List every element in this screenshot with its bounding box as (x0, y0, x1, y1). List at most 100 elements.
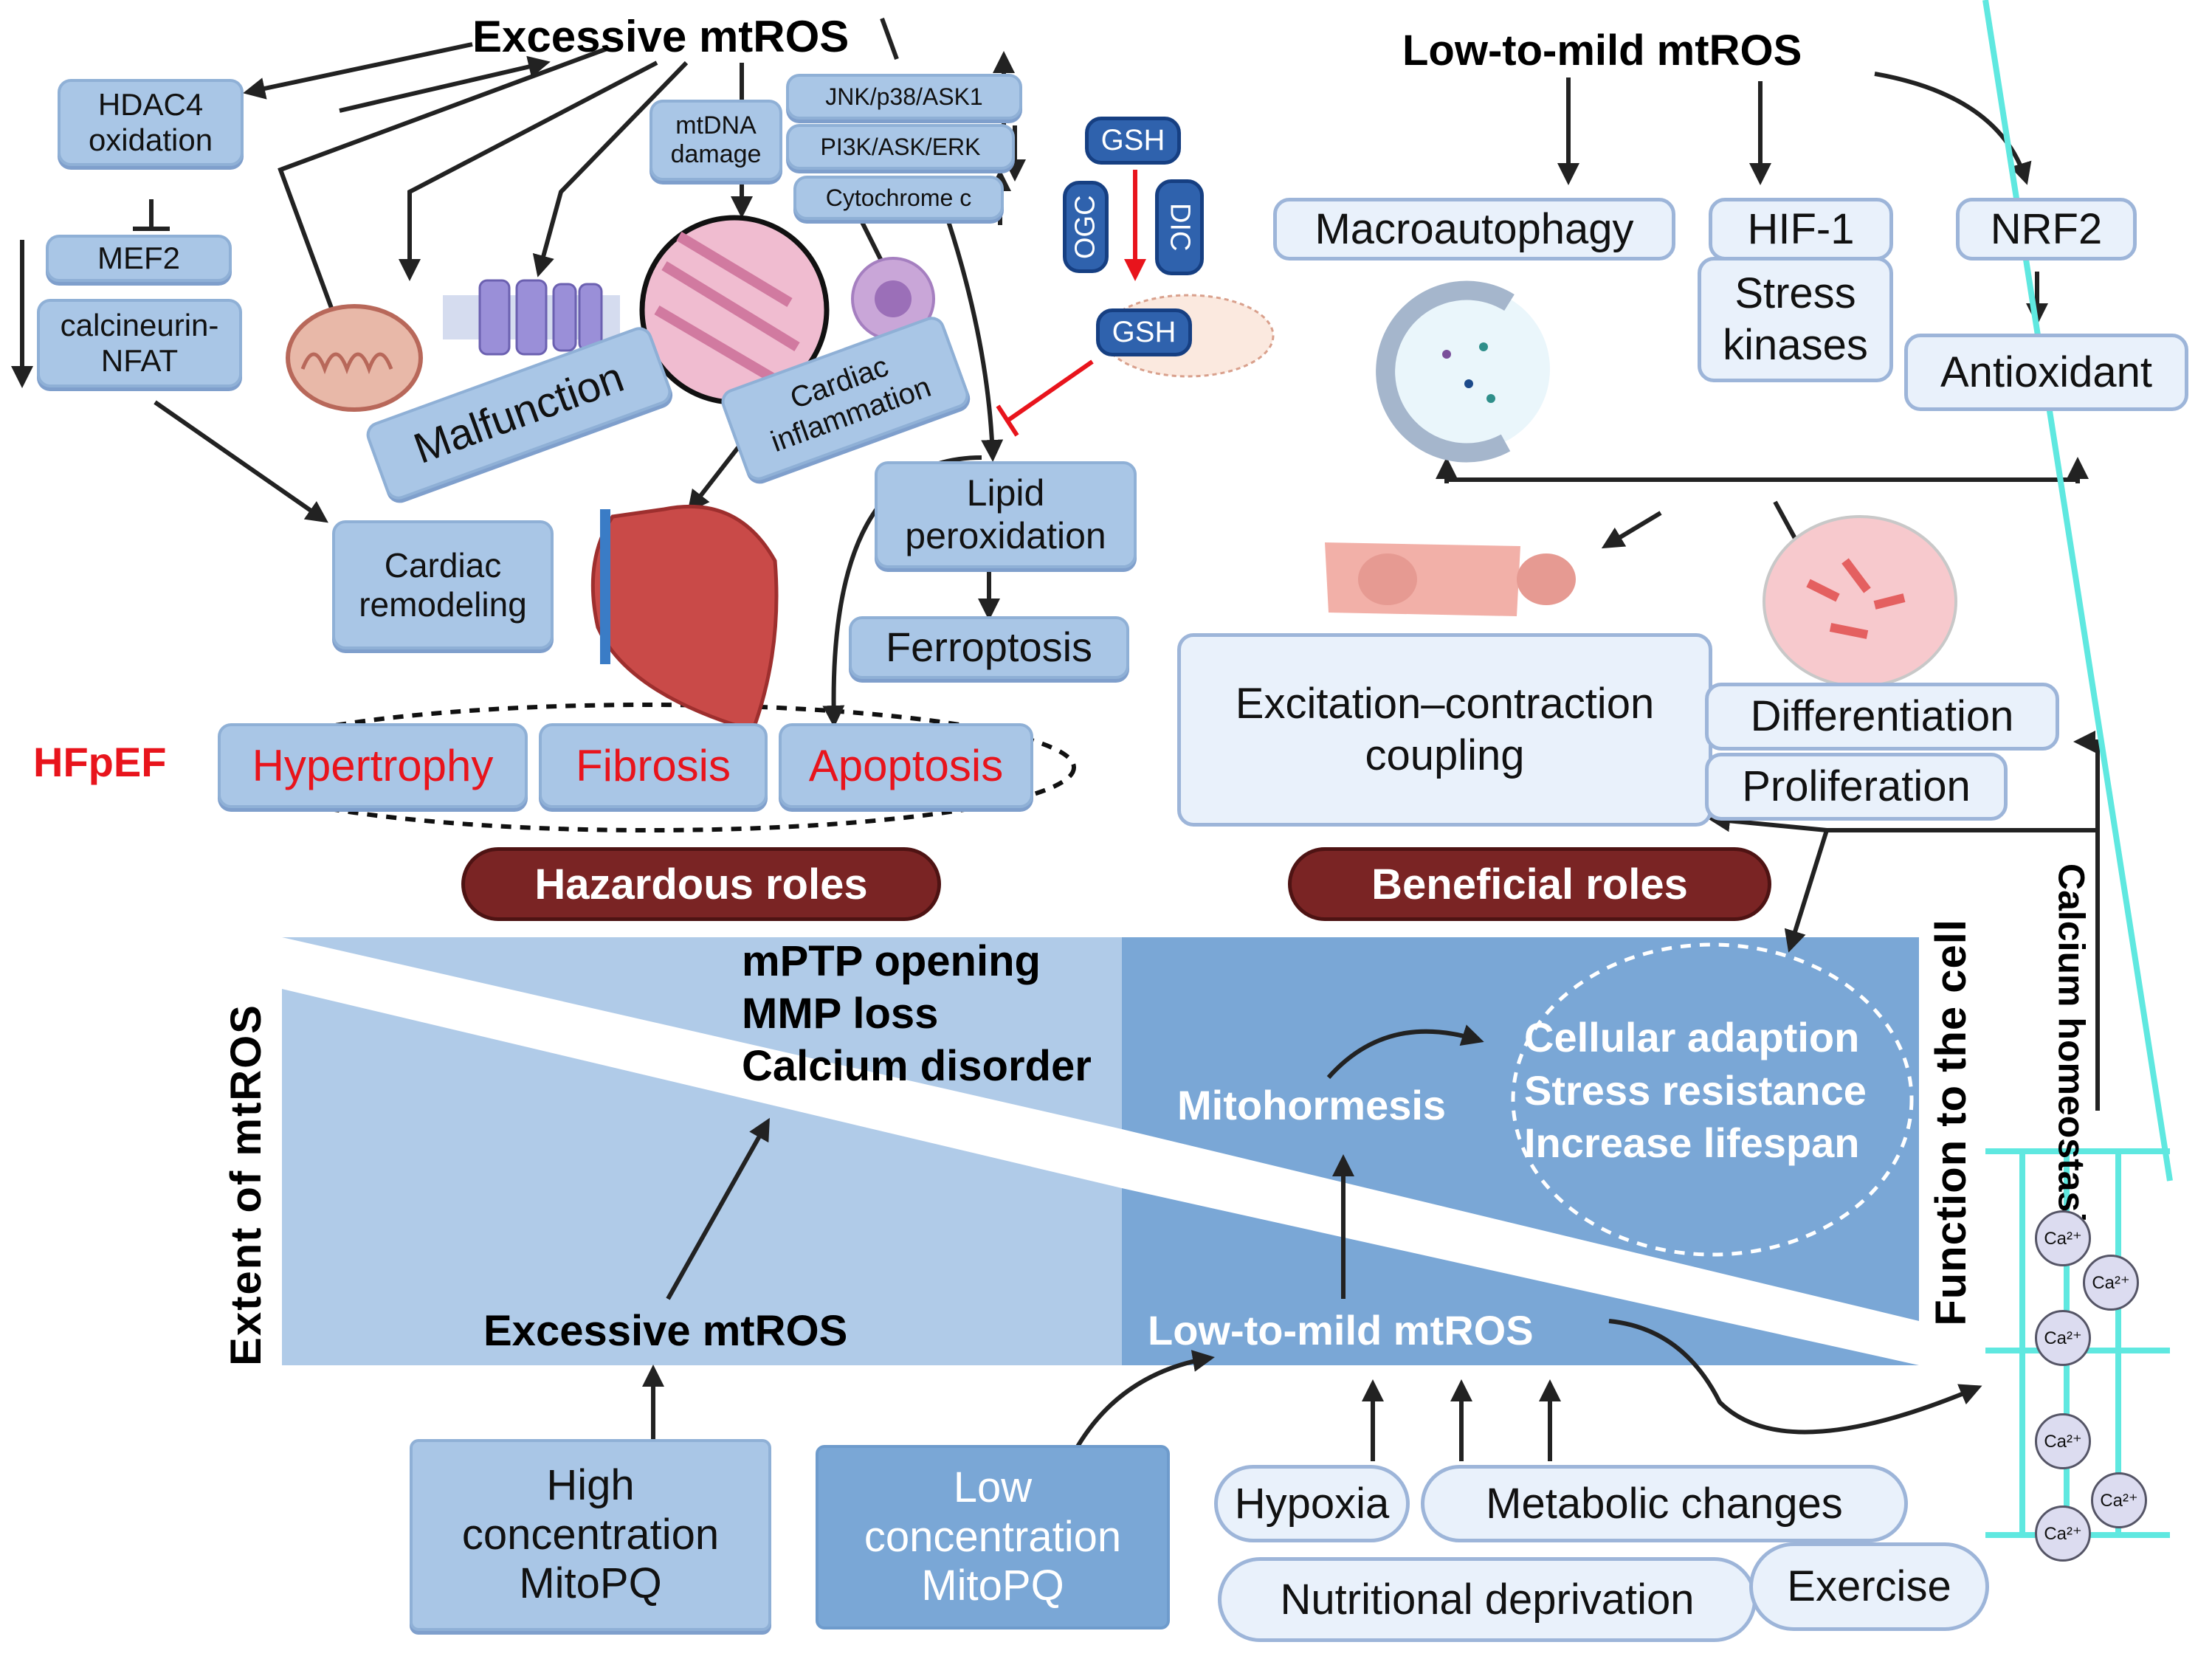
stimulus-metabolic-changes: Metabolic changes (1421, 1465, 1908, 1542)
pathway-label: Cytochrome c (825, 184, 972, 211)
hdac4-label: HDAC4 oxidation (88, 86, 213, 157)
calcineurin-label: calcineurin-NFAT (60, 307, 219, 378)
lipid-label: Lipid peroxidation (905, 472, 1106, 556)
ogc-transporter-badge: OGC (1063, 181, 1109, 273)
stimulus-label: Nutritional deprivation (1280, 1575, 1695, 1624)
high-mitopq-label: High concentration MitoPQ (461, 1460, 720, 1608)
stimulus-label: Hypoxia (1234, 1479, 1390, 1528)
gsh-mitochondrial-badge: GSH (1096, 308, 1192, 356)
high-mitopq-box: High concentration MitoPQ (410, 1439, 771, 1631)
hif1-label: HIF-1 (1747, 204, 1855, 253)
beneficial-roles-text: Beneficial roles (1371, 860, 1688, 908)
autophagosome-illustration (1376, 280, 1550, 463)
remodeling-label: Cardiac remodeling (359, 545, 527, 624)
dic-transporter-badge: DIC (1155, 179, 1204, 275)
outcome-apoptosis: Apoptosis (779, 723, 1033, 808)
stimulus-nutritional-deprivation: Nutritional deprivation (1218, 1557, 1757, 1642)
calcium-ion: Ca²⁺ (2091, 1472, 2147, 1528)
low-mitopq-label: Low concentration MitoPQ (864, 1463, 1122, 1610)
low-mitopq-box: Low concentration MitoPQ (816, 1445, 1170, 1629)
antioxidant-label: Antioxidant (1940, 348, 2152, 396)
calcium-ion: Ca²⁺ (2035, 1505, 2091, 1562)
excessive-mtros-title: Excessive mtROS (472, 12, 850, 61)
lipid-peroxidation-box: Lipid peroxidation (875, 461, 1137, 568)
hazard-effect: mPTP opening (742, 937, 1041, 985)
ferroptosis-box: Ferroptosis (849, 616, 1129, 679)
macroautophagy-label: Macroautophagy (1315, 204, 1634, 253)
stimulus-label: Metabolic changes (1486, 1479, 1843, 1528)
mtros-gradient-panel (282, 937, 1919, 1365)
hazardous-roles-label: Hazardous roles (461, 847, 941, 921)
stress-kinases-label: Stress kinases (1723, 269, 1868, 369)
ion-channel-illustration (443, 279, 620, 356)
calcium-ion: Ca²⁺ (2035, 1310, 2091, 1366)
benefit-item: Cellular adaption (1524, 1014, 1860, 1060)
pathway-box-jnk: JNK/p38/ASK1 (786, 74, 1022, 120)
outcome-hypertrophy: Hypertrophy (218, 723, 528, 808)
gradient-low-label: Low-to-mild mtROS (1148, 1307, 1534, 1353)
low-mild-mtros-title: Low-to-mild mtROS (1402, 27, 1802, 75)
calcium-homeostasis-label: Calcium homeostasis (2050, 863, 2092, 1244)
dic-label: DIC (1164, 203, 1196, 252)
stimulus-exercise: Exercise (1749, 1542, 1989, 1631)
calcineurin-nfat-box: calcineurin-NFAT (37, 299, 242, 387)
mef2-label: MEF2 (97, 240, 180, 275)
mef2-box: MEF2 (46, 235, 232, 282)
stress-kinases-box: Stress kinases (1698, 257, 1893, 382)
heart-illustration (590, 504, 779, 734)
pathway-label: JNK/p38/ASK1 (825, 83, 983, 110)
benefits-dashed-circle (1511, 942, 1914, 1257)
pathway-box-pi3k: PI3K/ASK/ERK (786, 124, 1015, 170)
ogc-label: OGC (1069, 195, 1101, 259)
hazard-effect: MMP loss (742, 989, 939, 1038)
immune-cell-illustration (851, 257, 935, 341)
gradient-excessive-label: Excessive mtROS (483, 1307, 848, 1355)
ferroptosis-label: Ferroptosis (885, 624, 1093, 671)
outcome-label: Fibrosis (575, 741, 731, 790)
calcium-ion: Ca²⁺ (2083, 1255, 2139, 1311)
calcium-ion: Ca²⁺ (2035, 1210, 2091, 1266)
hazard-effects-list: mPTP opening MMP loss Calcium disorder (742, 936, 1092, 1092)
mtdna-damage-box: mtDNA damage (650, 100, 782, 181)
hdac4-oxidation-box: HDAC4 oxidation (58, 79, 244, 166)
gradient-upper-right (1122, 937, 1919, 1321)
pathway-label: PI3K/ASK/ERK (820, 133, 981, 160)
hif1-box: HIF-1 (1709, 198, 1893, 261)
gradient-upper-left (282, 937, 1122, 1129)
mitochondrion-illustration (286, 304, 423, 412)
antioxidant-box: Antioxidant (1904, 334, 2188, 411)
hazard-effect: Calcium disorder (742, 1041, 1092, 1090)
benefits-list: Cellular adaption Stress resistance Incr… (1524, 1011, 1867, 1170)
cardiomyocyte-illustration (1325, 542, 1576, 616)
outcome-fibrosis: Fibrosis (539, 723, 768, 808)
hfpef-dashed-ellipse (223, 703, 1076, 832)
mtdna-label: mtDNA damage (670, 111, 762, 168)
calcium-ion: Ca²⁺ (2035, 1413, 2091, 1469)
gsh-cytosol-badge: GSH (1085, 117, 1181, 165)
differentiation-label: Differentiation (1750, 692, 2014, 741)
mitohormesis-label: Mitohormesis (1177, 1082, 1447, 1128)
stimulus-label: Exercise (1787, 1562, 1951, 1611)
cardiac-remodeling-box: Cardiac remodeling (332, 520, 554, 649)
gradient-lower-left (282, 989, 1122, 1365)
excitation-contraction-box: Excitation–contraction coupling (1177, 633, 1712, 827)
benefit-item: Stress resistance (1524, 1066, 1867, 1114)
benefit-item: Increase lifespan (1524, 1120, 1860, 1167)
outcome-label: Apoptosis (808, 741, 1004, 790)
stimulus-hypoxia: Hypoxia (1214, 1465, 1410, 1542)
outcome-label: Hypertrophy (252, 741, 494, 790)
gsh-label: GSH (1112, 316, 1176, 348)
ecc-label: Excitation–contraction coupling (1235, 680, 1655, 779)
pathway-box-cytochrome: Cytochrome c (793, 176, 1004, 220)
proliferation-label: Proliferation (1742, 762, 1971, 811)
gsh-label: GSH (1100, 124, 1165, 156)
nrf2-label: NRF2 (1990, 204, 2103, 253)
petri-dish-illustration (1763, 515, 1957, 688)
beneficial-roles-label: Beneficial roles (1288, 847, 1771, 921)
y-axis-extent-label: Extent of mtROS (222, 1004, 270, 1366)
macroautophagy-box: Macroautophagy (1273, 198, 1675, 261)
proliferation-box: Proliferation (1705, 753, 2008, 821)
hfpef-label: HFpEF (33, 739, 167, 785)
hazardous-roles-text: Hazardous roles (534, 860, 868, 908)
